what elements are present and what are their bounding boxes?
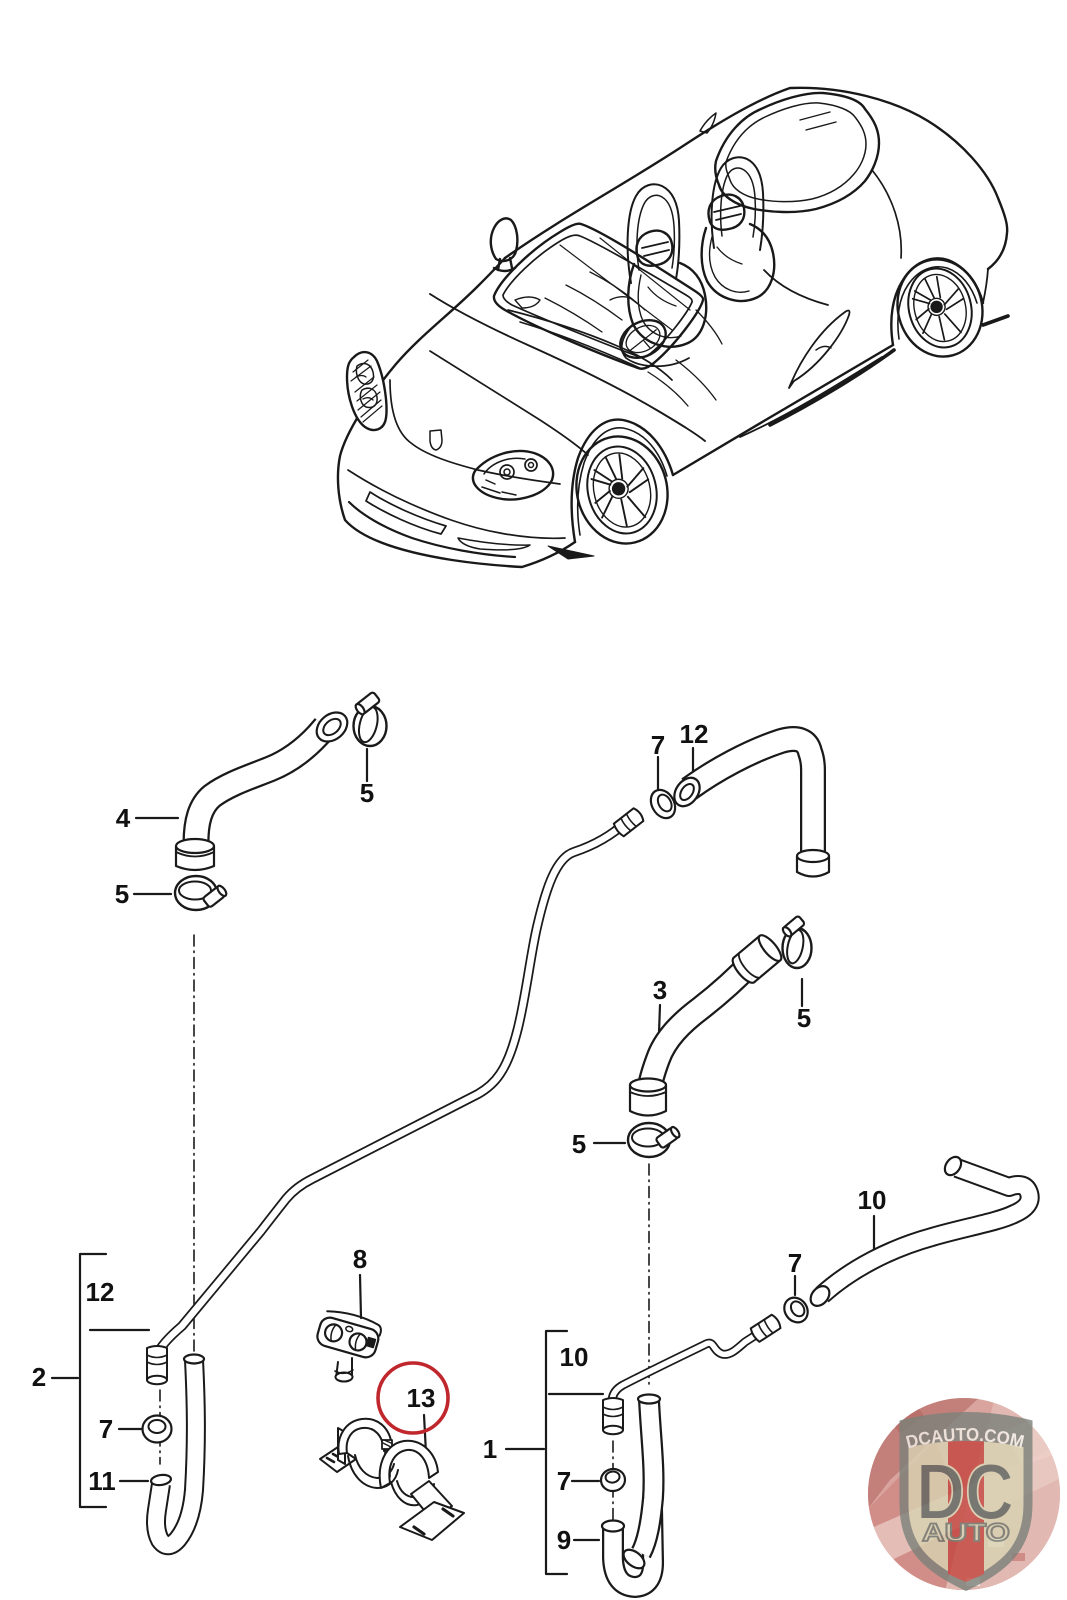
- svg-text:DC: DC: [916, 1447, 1014, 1536]
- svg-text:7: 7: [651, 730, 665, 760]
- svg-text:3: 3: [653, 975, 667, 1005]
- svg-text:5: 5: [797, 1003, 811, 1033]
- svg-text:7: 7: [788, 1248, 802, 1278]
- svg-text:5: 5: [360, 778, 374, 808]
- svg-text:4: 4: [116, 803, 131, 833]
- svg-text:10: 10: [858, 1185, 887, 1215]
- svg-text:1: 1: [483, 1434, 497, 1464]
- svg-text:12: 12: [680, 719, 709, 749]
- svg-text:5: 5: [572, 1129, 586, 1159]
- svg-text:9: 9: [557, 1525, 571, 1555]
- svg-text:5: 5: [115, 879, 129, 909]
- svg-text:7: 7: [557, 1466, 571, 1496]
- svg-text:2: 2: [32, 1362, 46, 1392]
- svg-text:10: 10: [560, 1342, 589, 1372]
- svg-text:AUTO: AUTO: [922, 1519, 1010, 1547]
- svg-text:7: 7: [99, 1414, 113, 1444]
- svg-text:8: 8: [353, 1244, 367, 1274]
- svg-text:13: 13: [407, 1383, 436, 1413]
- svg-text:11: 11: [88, 1466, 116, 1496]
- svg-text:12: 12: [86, 1277, 115, 1307]
